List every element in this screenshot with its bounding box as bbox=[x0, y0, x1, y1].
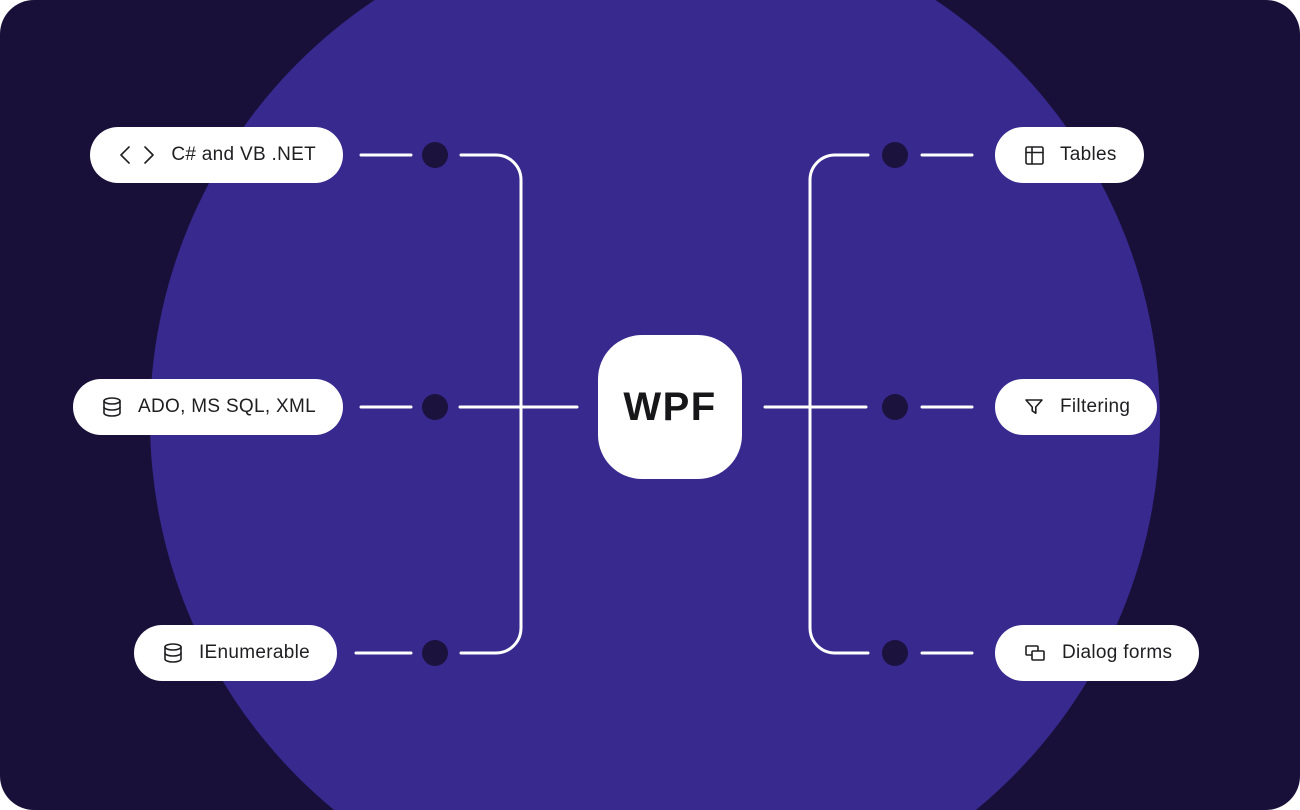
left-bracket bbox=[459, 153, 523, 655]
database-icon bbox=[161, 641, 185, 665]
node-ado-mssql-xml: ADO, MS SQL, XML bbox=[73, 379, 343, 435]
table-icon bbox=[1022, 143, 1046, 167]
node-label: ADO, MS SQL, XML bbox=[138, 396, 316, 417]
node-filtering: Filtering bbox=[995, 379, 1158, 435]
node-ienumerable: IEnumerable bbox=[133, 625, 337, 681]
node-label: IEnumerable bbox=[198, 642, 310, 663]
wpf-center-node: WPF bbox=[598, 335, 742, 479]
node-csharp-vbnet: C# and VB .NET bbox=[90, 127, 343, 183]
code-icon bbox=[117, 143, 157, 167]
wpf-label: WPF bbox=[623, 384, 717, 429]
connector-dot bbox=[422, 142, 448, 168]
dialog-forms-icon bbox=[1022, 641, 1048, 665]
filter-icon bbox=[1022, 395, 1046, 419]
node-dialog-forms: Dialog forms bbox=[995, 625, 1200, 681]
connector-dot bbox=[422, 394, 448, 420]
node-tables: Tables bbox=[995, 127, 1144, 183]
connector-dot bbox=[422, 640, 448, 666]
database-icon bbox=[100, 395, 124, 419]
connector-dot bbox=[882, 640, 908, 666]
node-label: Tables bbox=[1060, 144, 1117, 165]
connector-dot bbox=[882, 394, 908, 420]
node-label: C# and VB .NET bbox=[171, 144, 316, 165]
right-bracket bbox=[808, 153, 870, 655]
node-label: Filtering bbox=[1060, 396, 1131, 417]
connector-dot bbox=[882, 142, 908, 168]
node-label: Dialog forms bbox=[1062, 642, 1173, 663]
